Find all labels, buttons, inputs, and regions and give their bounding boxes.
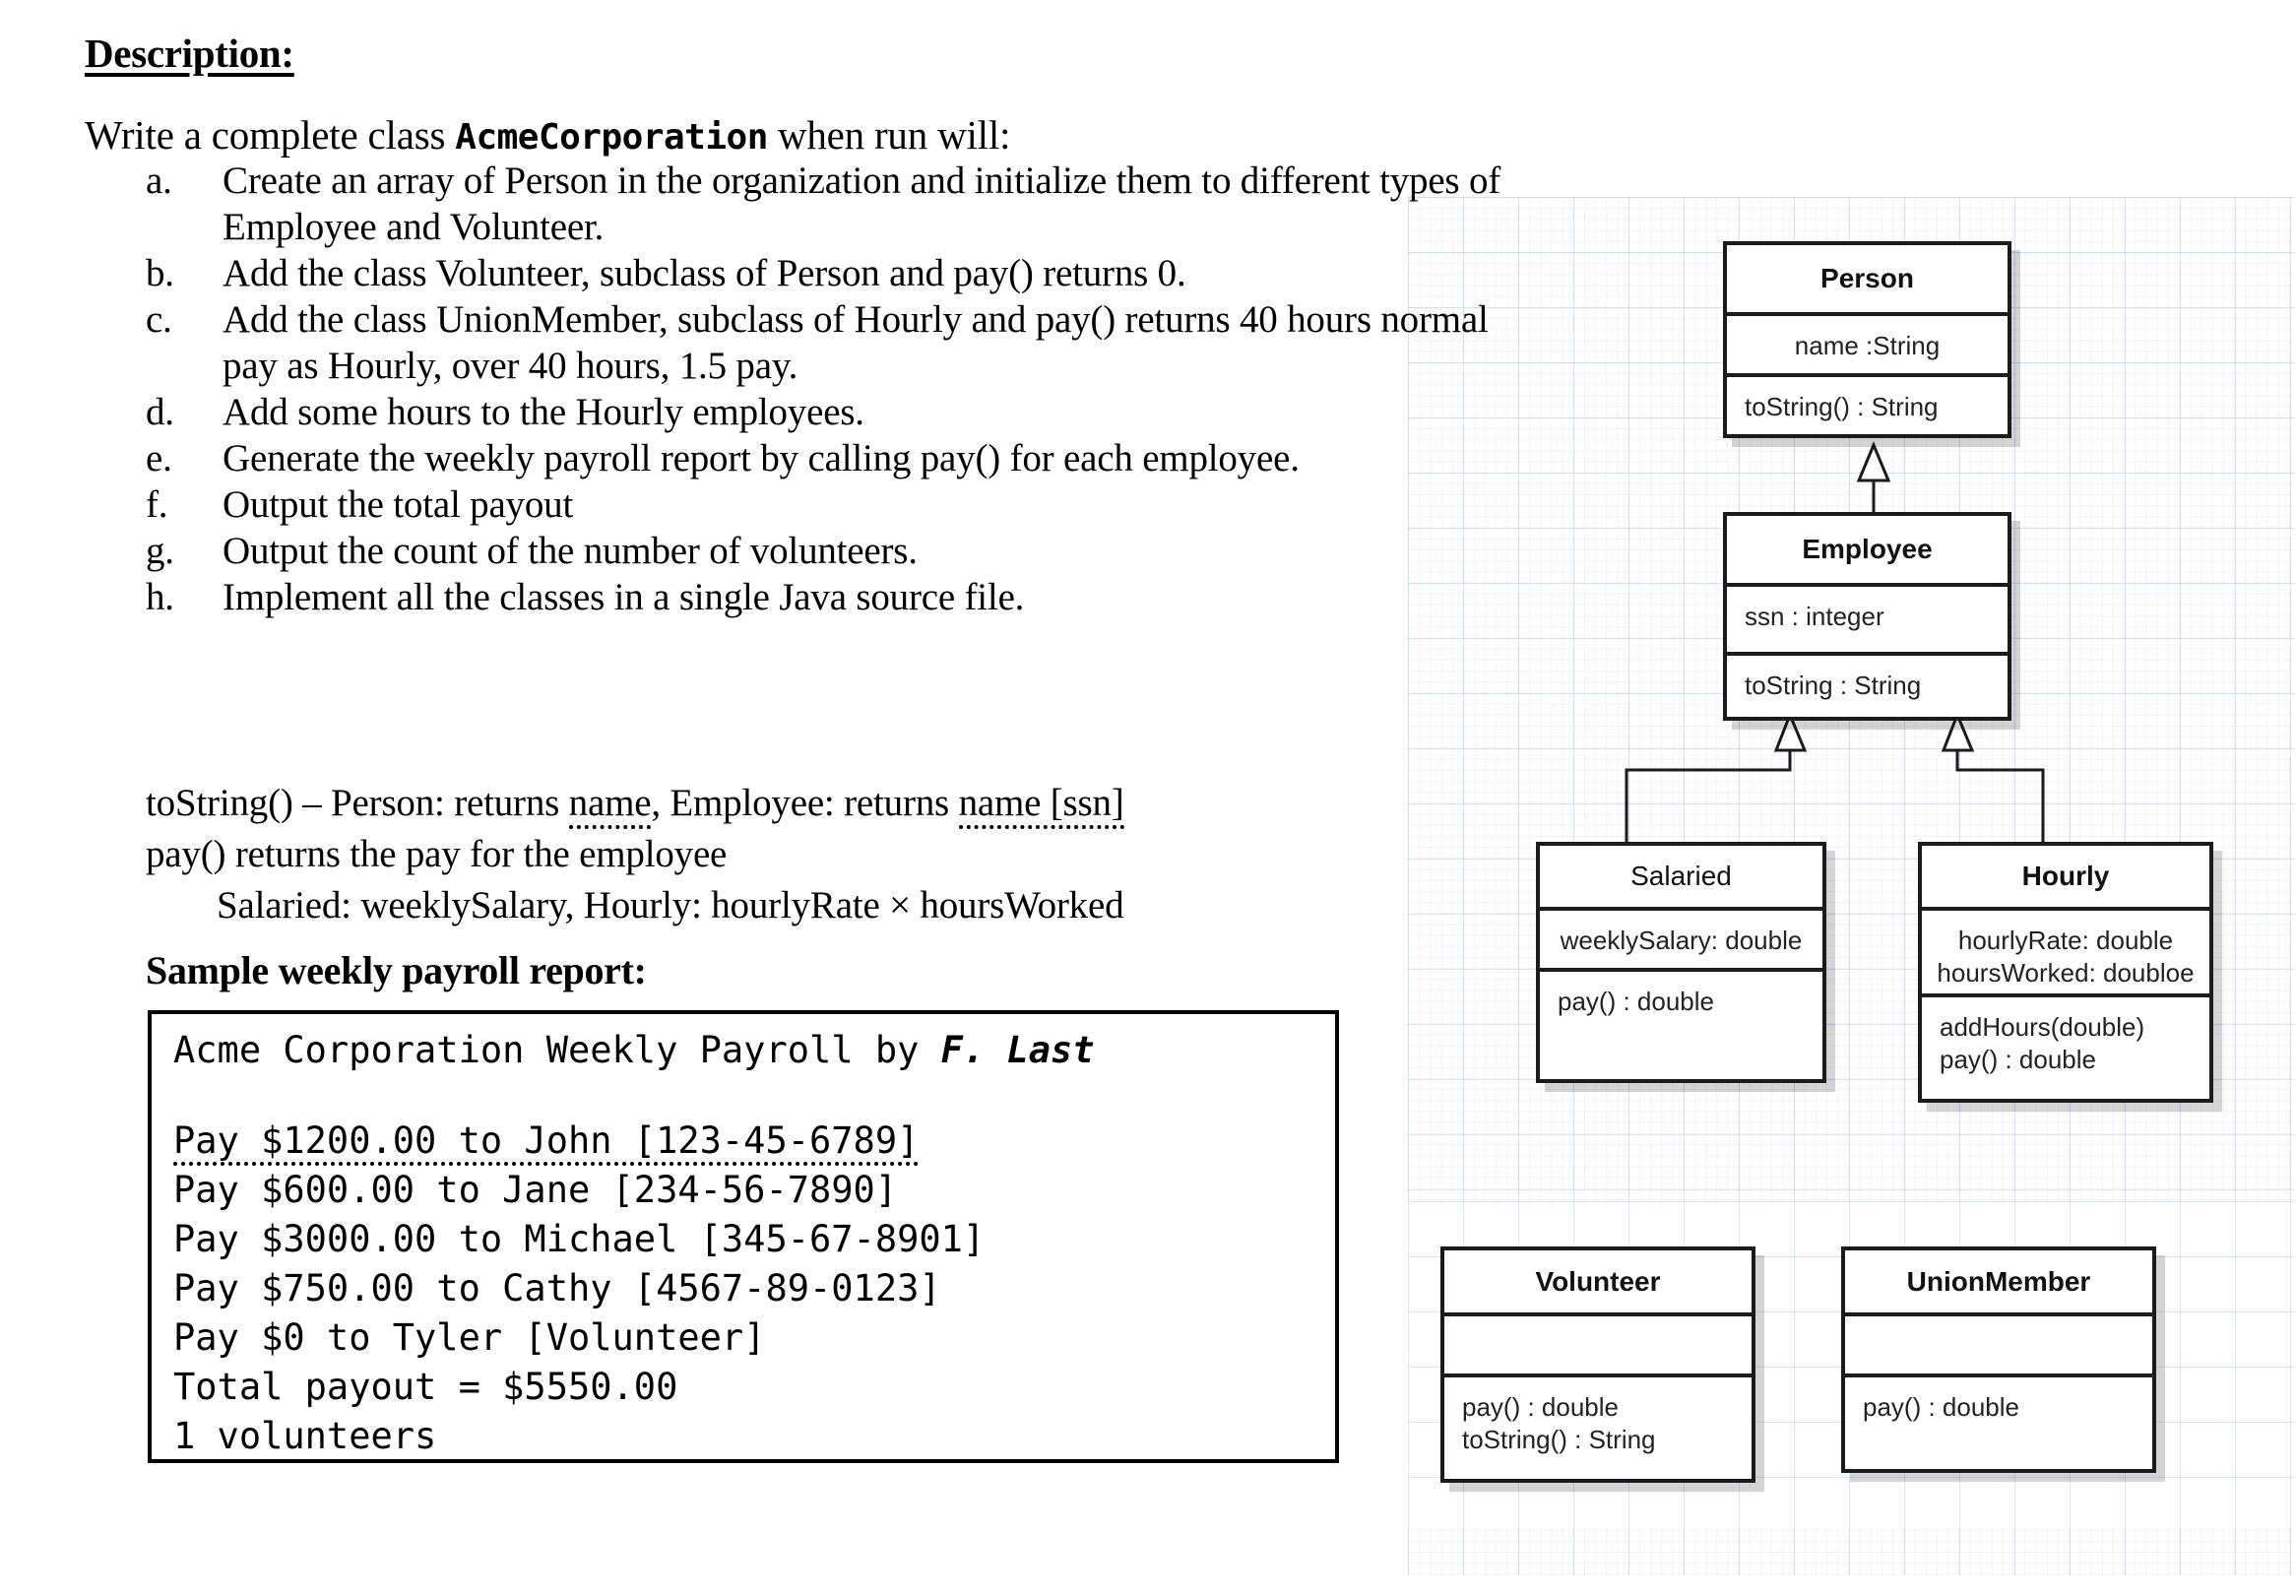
- intro-text-after: when run will:: [767, 112, 1011, 158]
- uml-attribute: weeklySalary: double: [1540, 907, 1822, 968]
- uml-attribute: name :String: [1727, 312, 2008, 373]
- list-item: h. Implement all the classes in a single…: [146, 574, 1544, 620]
- list-marker: h.: [146, 576, 174, 618]
- intro-sentence: Write a complete class AcmeCorporation w…: [85, 111, 1010, 159]
- list-text: Create an array of Person in the organiz…: [223, 160, 1501, 248]
- list-text: Generate the weekly payroll report by ca…: [223, 437, 1300, 479]
- list-marker: e.: [146, 437, 172, 479]
- console-line: Pay $750.00 to Cathy [4567-89-0123]: [173, 1267, 941, 1309]
- tostring-prefix: toString() – Person: returns: [146, 782, 569, 824]
- list-text: Add the class Volunteer, subclass of Per…: [223, 252, 1186, 294]
- console-blank-line: [173, 1075, 1313, 1117]
- tostring-middle: , Employee: returns: [651, 782, 959, 824]
- list-marker: c.: [146, 298, 172, 341]
- uml-attributes-empty: [1444, 1312, 1752, 1373]
- uml-class-volunteer[interactable]: Volunteer pay() : double toString() : St…: [1440, 1246, 1755, 1483]
- uml-class-title: Volunteer: [1535, 1265, 1661, 1297]
- tostring-explanation: toString() – Person: returns name, Emplo…: [146, 778, 1524, 931]
- console-title-plain: Acme Corporation Weekly Payroll by: [173, 1029, 941, 1071]
- uml-attribute: ssn : integer: [1727, 583, 2008, 652]
- uml-operation: pay() : double: [1845, 1373, 2152, 1469]
- uml-operation: toString() : String: [1727, 373, 2008, 438]
- list-item: a. Create an array of Person in the orga…: [146, 158, 1544, 250]
- list-item: d. Add some hours to the Hourly employee…: [146, 389, 1544, 435]
- console-line: Pay $3000.00 to Michael [345-67-8901]: [173, 1218, 986, 1260]
- list-text: Add the class UnionMember, subclass of H…: [223, 298, 1489, 387]
- pay-line: pay() returns the pay for the employee: [146, 833, 728, 875]
- uml-attribute: hourlyRate: double: [1957, 926, 2174, 955]
- uml-attributes-empty: [1845, 1312, 2152, 1373]
- uml-class-salaried[interactable]: Salaried weeklySalary: double pay() : do…: [1536, 842, 1826, 1083]
- description-heading: Description:: [85, 31, 294, 76]
- list-item: c. Add the class UnionMember, subclass o…: [146, 296, 1544, 389]
- uml-operation: pay() : double: [1462, 1392, 1619, 1422]
- console-line-text: Pay $1200.00 to John [123-45-6789]: [173, 1119, 920, 1166]
- list-item: g. Output the count of the number of vol…: [146, 528, 1544, 574]
- uml-class-title: UnionMember: [1906, 1265, 2091, 1297]
- uml-operation: toString() : String: [1462, 1425, 1656, 1454]
- uml-class-person[interactable]: Person name :String toString() : String: [1723, 241, 2011, 438]
- sample-report-heading: Sample weekly payroll report:: [146, 948, 647, 992]
- uml-class-title: Salaried: [1630, 861, 1732, 891]
- uml-class-title: Hourly: [2021, 861, 2110, 891]
- uml-class-unionmember[interactable]: UnionMember pay() : double: [1841, 1246, 2156, 1473]
- intro-text-before: Write a complete class: [85, 112, 456, 158]
- uml-operation: toString : String: [1727, 652, 2008, 721]
- uml-class-employee[interactable]: Employee ssn : integer toString : String: [1723, 512, 2011, 721]
- requirements-list: a. Create an array of Person in the orga…: [146, 158, 1544, 620]
- document-text-column: Description: Write a complete class Acme…: [85, 31, 1544, 1463]
- console-title-line: Acme Corporation Weekly Payroll by F. La…: [173, 1026, 1313, 1075]
- uml-operation: pay() : double: [1940, 1045, 2096, 1074]
- pay-formula-line: Salaried: weeklySalary, Hourly: hourlyRa…: [217, 884, 1124, 926]
- list-text: Implement all the classes in a single Ja…: [223, 576, 1025, 618]
- uml-class-title: Person: [1820, 263, 1914, 293]
- list-text: Add some hours to the Hourly employees.: [223, 391, 864, 433]
- list-marker: g.: [146, 530, 174, 572]
- list-item: b. Add the class Volunteer, subclass of …: [146, 250, 1544, 296]
- generalization-salaried-to-employee: [1625, 710, 1808, 849]
- console-title-italic: F. Last: [940, 1029, 1095, 1071]
- list-marker: d.: [146, 391, 174, 433]
- console-line: 1 volunteers: [173, 1415, 437, 1457]
- list-text: Output the count of the number of volunt…: [223, 530, 918, 572]
- class-name-literal: AcmeCorporation: [455, 117, 768, 158]
- list-marker: b.: [146, 252, 174, 294]
- console-line: Pay $1200.00 to John [123-45-6789]: [173, 1117, 1313, 1166]
- list-item: e. Generate the weekly payroll report by…: [146, 435, 1544, 481]
- tostring-line: toString() – Person: returns name, Emplo…: [146, 778, 1524, 829]
- console-line: Pay $0 to Tyler [Volunteer]: [173, 1316, 766, 1359]
- list-text: Output the total payout: [223, 483, 574, 526]
- console-line: Total payout = $5550.00: [173, 1366, 678, 1408]
- list-item: f. Output the total payout: [146, 481, 1544, 528]
- payroll-report-console: Acme Corporation Weekly Payroll by F. La…: [148, 1010, 1339, 1463]
- uml-operation: pay() : double: [1540, 968, 1822, 1083]
- list-marker: a.: [146, 160, 172, 202]
- uml-class-hourly[interactable]: Hourly hourlyRate: double hoursWorked: d…: [1918, 842, 2213, 1103]
- uml-operation: addHours(double): [1940, 1012, 2145, 1042]
- uml-attribute: hoursWorked: doubloe: [1937, 958, 2195, 988]
- generalization-hourly-to-employee: [1941, 710, 2045, 849]
- console-line: Pay $600.00 to Jane [234-56-7890]: [173, 1169, 898, 1211]
- list-marker: f.: [146, 483, 168, 526]
- tostring-name-token: name: [568, 782, 652, 829]
- tostring-name-ssn-token: name [ssn]: [958, 782, 1124, 829]
- uml-class-title: Employee: [1802, 534, 1933, 564]
